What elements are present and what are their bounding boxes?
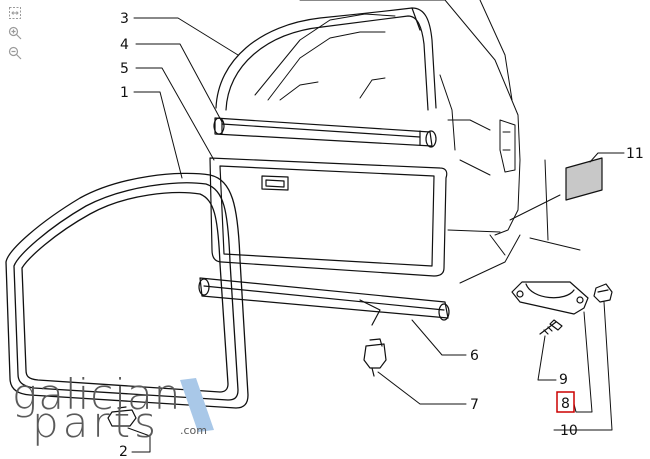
part-9-screw [539, 319, 563, 335]
part-10-cap [593, 283, 613, 303]
callout-8[interactable]: 8 [561, 396, 570, 412]
part-6-lower-sill-strip [198, 277, 450, 326]
car-body-outline [254, 0, 581, 284]
part-5-door-panel [209, 157, 448, 277]
zoom-in-icon[interactable] [6, 24, 24, 42]
callout-11: 11 [626, 146, 644, 162]
callout-5: 5 [120, 61, 129, 77]
fit-to-window-icon[interactable] [6, 4, 24, 22]
part-8-bracket [511, 281, 589, 315]
callout-labels: 3 4 5 1 11 6 7 9 8 10 2 [119, 11, 644, 459]
callout-10: 10 [560, 423, 578, 439]
callout-2: 2 [119, 444, 128, 459]
part-7-clip [363, 338, 387, 377]
part-1-door-frame-seal [5, 172, 249, 409]
part-3-upper-frame-seal [215, 7, 437, 111]
callout-7: 7 [470, 397, 479, 413]
callout-6: 6 [470, 348, 479, 364]
callout-3: 3 [120, 11, 129, 27]
part-2-lower-clip [107, 406, 137, 427]
callout-9: 9 [559, 372, 568, 388]
callout-1: 1 [120, 85, 129, 101]
part-4-upper-trim-strip [213, 117, 437, 148]
zoom-toolbar [6, 4, 24, 62]
callout-4: 4 [120, 37, 129, 53]
callout-8-highlight-box[interactable] [556, 391, 575, 413]
part-11-plate [565, 157, 603, 201]
leader-lines [127, 17, 625, 453]
zoom-out-icon[interactable] [6, 44, 24, 62]
